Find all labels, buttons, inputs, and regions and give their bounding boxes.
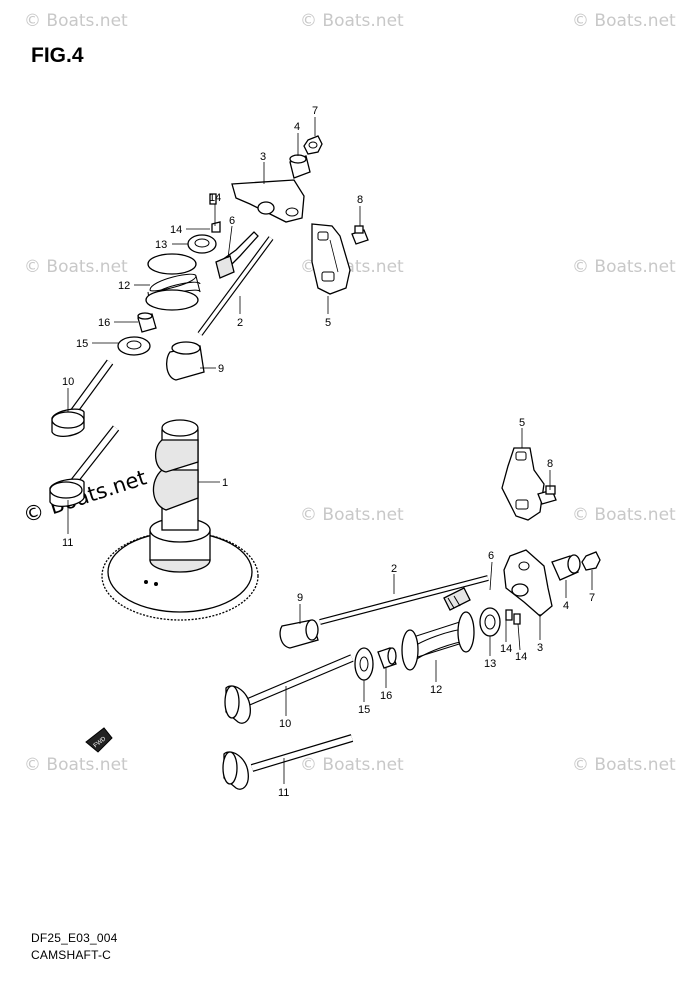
- part-16-valve-stem-seal-lower: [377, 647, 397, 669]
- callout-label: 14: [209, 192, 221, 204]
- part-9-tappet: [165, 341, 205, 381]
- part-11-exhaust-valve: [49, 425, 120, 508]
- part-6-tappet-adjuster-lower: [443, 587, 471, 611]
- callout-label: 12: [430, 684, 442, 696]
- part-8-bolt: [351, 225, 369, 245]
- callout-label: 16: [380, 690, 392, 702]
- callout-label: 6: [488, 550, 494, 562]
- callouts-bottom: 5 8 6 2 4 7 9 3 14 14 13 16 12 15 10 11: [278, 417, 595, 799]
- callout-label: 5: [325, 317, 331, 329]
- part-15-spring-seat-lower: [354, 647, 374, 681]
- part-7-nut-lower: [581, 551, 601, 571]
- part-15-spring-seat: [117, 336, 151, 356]
- callout-label: 5: [519, 417, 525, 429]
- part-11-exhaust-valve-lower: [222, 734, 354, 790]
- watermark-text: © Boats.net: [572, 257, 676, 277]
- watermark-text: © Boats.net: [572, 505, 676, 525]
- part-12-valve-spring: [145, 253, 201, 311]
- watermark-text: © Boats.net: [24, 257, 128, 277]
- callout-label: 7: [589, 592, 595, 604]
- callout-label: 2: [391, 563, 397, 575]
- watermark-text: © Boats.net: [24, 11, 128, 31]
- callout-label: 12: [118, 280, 130, 292]
- callout-label: 7: [312, 105, 318, 117]
- callout-label: 3: [537, 642, 543, 654]
- part-5-rocker-bracket: [311, 223, 351, 295]
- part-2-push-rod-lower: [319, 575, 489, 625]
- part-4-adjuster-screw-lower: [551, 554, 581, 581]
- watermark-text: © Boats.net: [572, 11, 676, 31]
- part-10-intake-valve-lower: [224, 654, 354, 724]
- callout-label: 15: [76, 338, 88, 350]
- part-14-valve-cotter: [209, 193, 221, 233]
- part-10-intake-valve: [51, 359, 114, 438]
- part-12-valve-spring-lower: [401, 611, 475, 671]
- callout-label: 3: [260, 151, 266, 163]
- part-2-push-rod: [197, 236, 274, 336]
- callout-label: 10: [62, 376, 74, 388]
- figure-title: FIG.4: [31, 44, 84, 67]
- part-9-tappet-lower: [279, 619, 319, 649]
- callouts-top: 7 4 3 14 14 6 13 8 12 2 5 16 15 9 10 1 1…: [62, 105, 363, 549]
- callout-label: 8: [357, 194, 363, 206]
- callout-label: 14: [515, 651, 527, 663]
- front-direction-arrow: FWD: [85, 727, 113, 753]
- callout-label: 13: [484, 658, 496, 670]
- callout-label: 2: [237, 317, 243, 329]
- part-3-rocker-arm-lower: [503, 549, 553, 617]
- callout-label: 9: [297, 592, 303, 604]
- figure-code: DF25_E03_004: [31, 931, 118, 945]
- callout-label: 10: [279, 718, 291, 730]
- watermark-text: © Boats.net: [300, 505, 404, 525]
- part-13-spring-retainer-lower: [479, 607, 501, 637]
- part-4-adjuster-screw: [289, 154, 311, 179]
- part-1-camshaft: [101, 419, 259, 621]
- part-13-spring-retainer: [187, 234, 217, 254]
- leader-lines: [67, 117, 593, 784]
- part-6-tappet-adjuster: [215, 231, 259, 279]
- callout-label: 8: [547, 458, 553, 470]
- watermark-text-large: © Boats.net: [20, 465, 149, 527]
- part-8-bolt-lower: [537, 485, 557, 505]
- callout-label: 11: [278, 787, 289, 799]
- callout-label: 14: [170, 224, 182, 236]
- watermark-text: © Boats.net: [24, 755, 128, 775]
- callout-label: 14: [500, 643, 512, 655]
- part-14-valve-cotter-lower: [505, 609, 521, 625]
- callout-label: 16: [98, 317, 110, 329]
- watermark-text: © Boats.net: [572, 755, 676, 775]
- callout-label: 1: [222, 477, 228, 489]
- part-7-nut: [303, 135, 323, 155]
- part-16-valve-stem-seal: [137, 312, 157, 333]
- part-3-rocker-arm: [231, 179, 305, 223]
- callout-label: 15: [358, 704, 370, 716]
- callout-label: 6: [229, 215, 235, 227]
- watermark-text: © Boats.net: [300, 755, 404, 775]
- callout-label: 11: [62, 537, 73, 549]
- callout-label: 9: [218, 363, 224, 375]
- figure-name: CAMSHAFT-C: [31, 948, 111, 962]
- callout-label: 4: [294, 121, 300, 133]
- watermark-text: © Boats.net: [300, 11, 404, 31]
- callout-label: 13: [155, 239, 167, 251]
- part-5-rocker-bracket-lower: [501, 447, 545, 521]
- callout-label: 4: [563, 600, 569, 612]
